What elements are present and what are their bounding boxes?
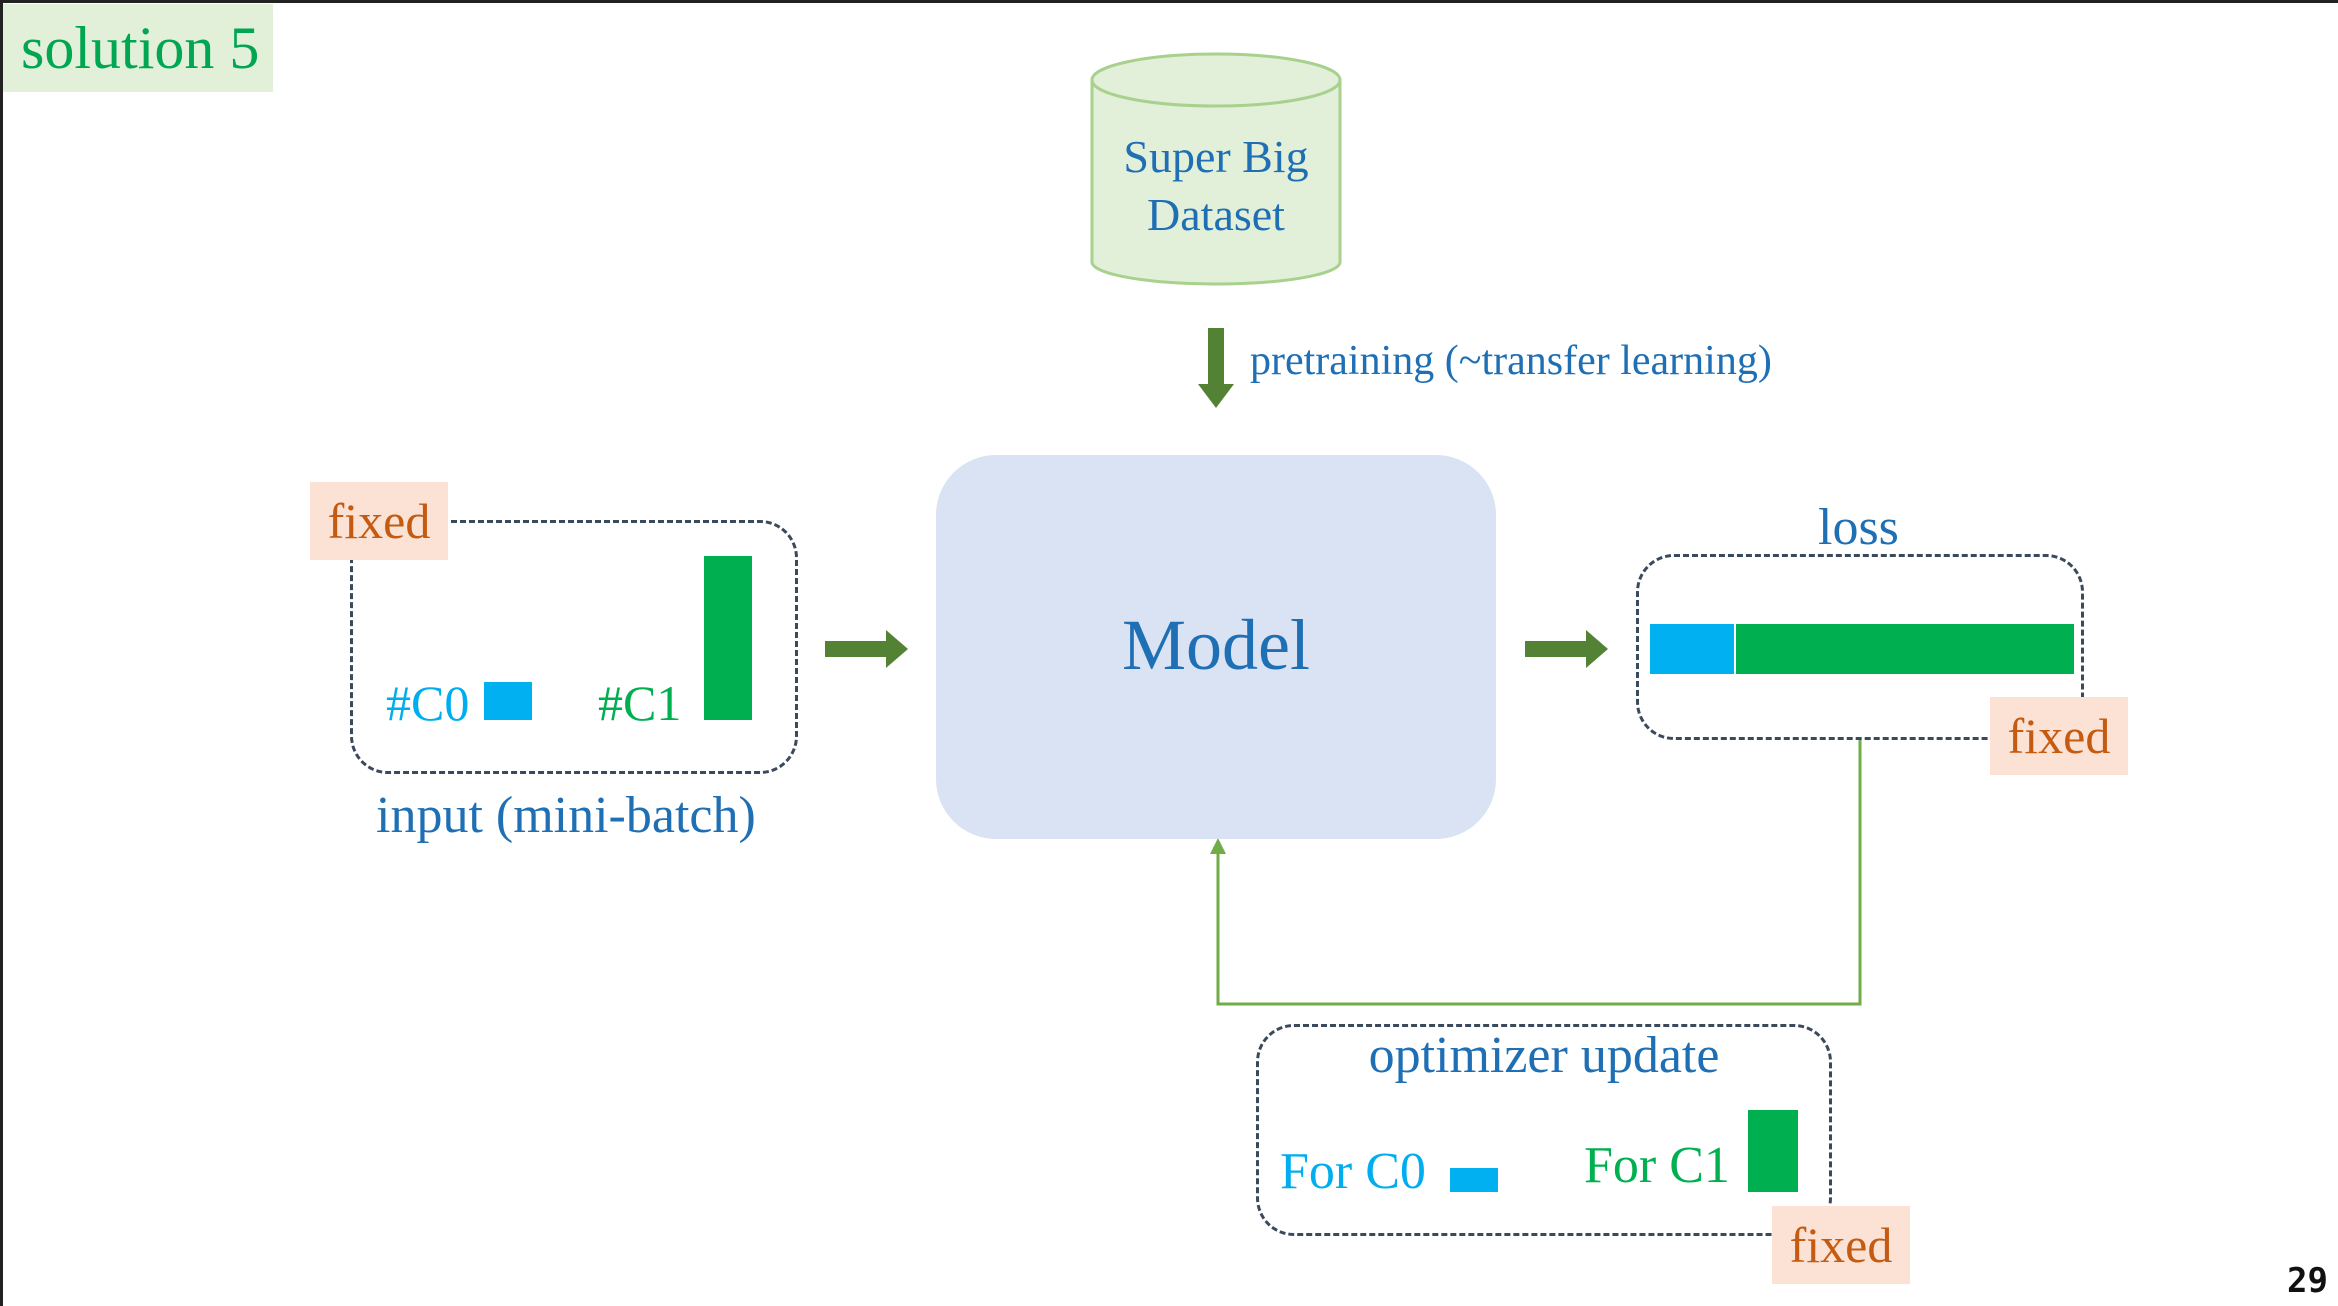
input-c0-label: #C0 xyxy=(386,675,470,731)
loss-fixed-tag: fixed xyxy=(1990,697,2128,775)
optimizer-c0-label: For C0 xyxy=(1280,1143,1426,1200)
slide-title: solution 5 xyxy=(21,15,260,81)
input-c1-bar xyxy=(704,556,752,720)
optimizer-c1-label: For C1 xyxy=(1584,1137,1730,1194)
optimizer-box xyxy=(1256,1024,1832,1236)
pretraining-label: pretraining (~transfer learning) xyxy=(1250,338,1772,384)
dataset-label-line1: Super Big xyxy=(1123,131,1309,182)
loss-box xyxy=(1636,554,2084,740)
input-c0-bar xyxy=(484,682,532,720)
model-label: Model xyxy=(1122,605,1310,685)
input-c1-label: #C1 xyxy=(598,675,682,731)
optimizer-feedback-connector xyxy=(1210,740,1862,1006)
optimizer-c0-bar xyxy=(1450,1168,1498,1192)
optimizer-fixed-tag: fixed xyxy=(1772,1206,1910,1284)
slide-left-border xyxy=(0,0,3,1306)
model-box: Model xyxy=(936,455,1496,839)
input-fixed-label: fixed xyxy=(327,493,431,549)
input-fixed-tag: fixed xyxy=(310,482,448,560)
dataset-label-line2: Dataset xyxy=(1147,189,1285,240)
optimizer-fixed-label: fixed xyxy=(1789,1217,1893,1273)
loss-title: loss xyxy=(1818,499,1899,556)
page-number: 29 xyxy=(2287,1261,2328,1301)
loss-c1-segment xyxy=(1736,624,2074,674)
loss-fixed-label: fixed xyxy=(2007,708,2111,764)
input-caption: input (mini-batch) xyxy=(376,787,756,844)
pretraining-arrow xyxy=(1198,328,1234,408)
title-box: solution 5 xyxy=(3,4,273,92)
dataset-cylinder xyxy=(1090,52,1342,286)
optimizer-c1-bar xyxy=(1748,1110,1798,1192)
model-to-loss-arrow xyxy=(1525,630,1608,668)
loss-c0-segment xyxy=(1650,624,1734,674)
input-batch-box xyxy=(350,520,798,774)
slide-top-border xyxy=(0,0,2338,3)
input-to-model-arrow xyxy=(825,630,908,668)
optimizer-title: optimizer update xyxy=(1368,1027,1720,1084)
